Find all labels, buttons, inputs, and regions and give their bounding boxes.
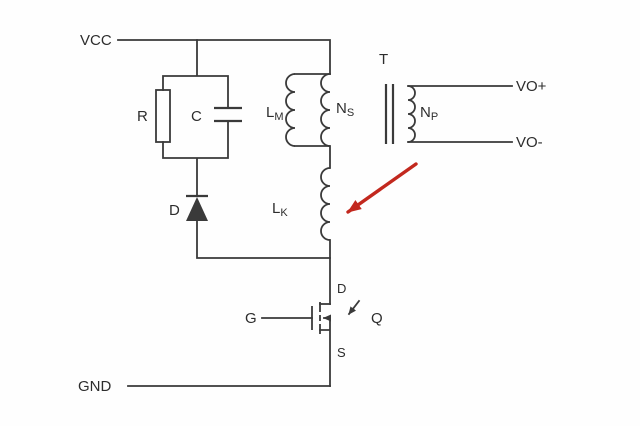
vcc-label: VCC — [80, 32, 112, 49]
leakage-inductance-label: LK — [272, 200, 288, 219]
vcc-rail-wire — [117, 39, 331, 75]
secondary-winding-label: NS — [336, 100, 354, 119]
capacitor-plates — [214, 106, 242, 123]
mosfet-label: Q — [371, 310, 383, 327]
output-wires — [407, 85, 513, 143]
body-diode-arrow — [347, 299, 361, 316]
winding-bottom-join-wire — [294, 145, 331, 169]
resistor-body — [155, 89, 171, 143]
output-positive-label: VO+ — [516, 78, 547, 95]
wires — [117, 39, 513, 387]
source-label: S — [337, 345, 346, 360]
output-negative-label: VO- — [516, 134, 543, 151]
primary-winding-coil — [407, 85, 416, 143]
diode-label: D — [169, 202, 180, 219]
rc-snubber-wires — [162, 39, 229, 197]
magnetizing-inductor-coil — [285, 73, 296, 147]
mosfet-symbol — [261, 299, 361, 387]
capacitor-label: C — [191, 108, 202, 125]
magnetizing-inductance-label: LM — [266, 104, 284, 123]
primary-winding-label: NP — [420, 104, 438, 123]
transformer-label: T — [379, 51, 388, 68]
gate-label: G — [245, 310, 257, 327]
drain-label: D — [337, 281, 346, 296]
snubber-diode-symbol — [186, 194, 208, 221]
resistor-label: R — [137, 108, 148, 125]
snubber-to-switch-node-wire — [196, 220, 331, 259]
leakage-inductor-coil — [320, 167, 331, 241]
annotation-arrow — [346, 162, 418, 214]
transformer-symbol — [285, 73, 416, 147]
diode-triangle — [186, 197, 208, 221]
gnd-label: GND — [78, 378, 112, 395]
source-body-wires — [319, 317, 331, 387]
secondary-winding-coil — [320, 73, 331, 147]
